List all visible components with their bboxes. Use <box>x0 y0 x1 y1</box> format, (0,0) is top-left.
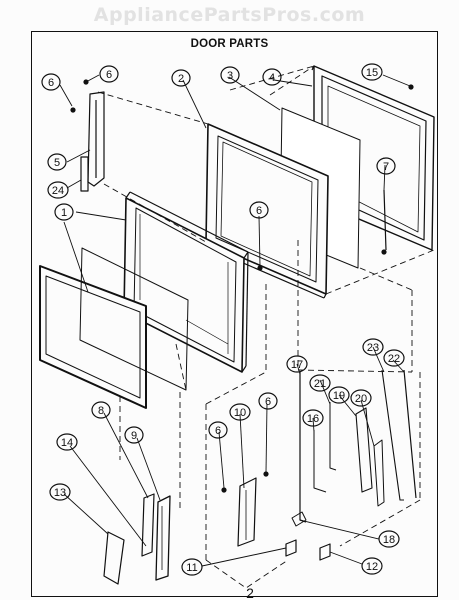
callout-6d: 6 <box>208 421 228 439</box>
callout-label-6b: 6 <box>106 69 112 81</box>
callout-6c: 6 <box>249 201 269 219</box>
callout-2: 2 <box>171 69 191 87</box>
callout-12: 12 <box>361 557 383 575</box>
callout-6a: 6 <box>41 73 61 91</box>
callout-label-17: 17 <box>291 359 303 371</box>
part-door-glass-panel <box>39 265 147 409</box>
callout-15: 15 <box>361 63 383 81</box>
callout-label-8: 8 <box>98 405 104 417</box>
callout-label-6c: 6 <box>256 205 262 217</box>
callout-5: 5 <box>47 153 67 171</box>
callout-8: 8 <box>91 401 111 419</box>
callout-label-23: 23 <box>367 342 379 354</box>
callout-13: 13 <box>49 483 71 501</box>
callout-label-12: 12 <box>366 561 378 573</box>
callout-1: 1 <box>54 203 74 221</box>
callout-label-24: 24 <box>52 185 64 197</box>
callout-19: 19 <box>328 386 350 404</box>
page-mark: 2 <box>246 585 254 600</box>
callout-4: 4 <box>262 68 282 86</box>
callout-label-14: 14 <box>61 437 73 449</box>
callouts: 1 2 3 4 5 6 6 6 6 6 7 8 9 10 11 12 13 14… <box>41 63 405 576</box>
part-small-blocks <box>285 539 331 561</box>
callout-label-21: 21 <box>314 378 326 390</box>
callout-label-7: 7 <box>383 161 389 173</box>
callout-3: 3 <box>220 66 240 84</box>
callout-9: 9 <box>124 426 144 444</box>
callout-label-2: 2 <box>178 73 184 85</box>
callout-label-15: 15 <box>366 67 378 79</box>
callout-10: 10 <box>229 403 251 421</box>
callout-16: 16 <box>302 409 324 427</box>
callout-23: 23 <box>362 338 384 356</box>
callout-7: 7 <box>376 157 396 175</box>
callout-6e: 6 <box>258 392 278 410</box>
callout-18: 18 <box>378 530 400 548</box>
callout-label-13: 13 <box>54 487 66 499</box>
part-door-box <box>123 191 249 373</box>
callout-label-18: 18 <box>383 534 395 546</box>
callout-21: 21 <box>309 374 331 392</box>
callout-label-4: 4 <box>269 72 275 84</box>
callout-20: 20 <box>350 389 372 407</box>
diagram-title: DOOR PARTS <box>190 38 269 50</box>
callout-label-6e: 6 <box>265 396 271 408</box>
callout-label-6a: 6 <box>48 77 54 89</box>
callout-11: 11 <box>181 558 203 576</box>
part-side-bracket <box>80 91 105 192</box>
callout-label-1: 1 <box>61 207 67 219</box>
callout-6b: 6 <box>99 65 119 83</box>
leader-lines <box>59 74 411 567</box>
callout-label-3: 3 <box>227 70 233 82</box>
callout-label-11: 11 <box>186 562 197 574</box>
watermark: AppliancePartsPros.com <box>93 4 366 26</box>
callout-label-19: 19 <box>333 390 345 402</box>
callout-label-9: 9 <box>131 430 137 442</box>
callout-14: 14 <box>56 433 78 451</box>
callout-label-5: 5 <box>54 157 60 169</box>
callout-label-16: 16 <box>307 413 319 425</box>
callout-label-20: 20 <box>355 393 367 405</box>
callout-label-10: 10 <box>234 407 246 419</box>
part-door-overlay-sheet <box>79 247 189 391</box>
callout-22: 22 <box>383 349 405 367</box>
callout-17: 17 <box>286 355 308 373</box>
assembly-dashed-lines <box>97 65 435 589</box>
callout-label-22: 22 <box>388 353 400 365</box>
callout-24: 24 <box>47 181 69 199</box>
callout-label-6d: 6 <box>215 425 221 437</box>
part-lower-hinges <box>103 493 171 585</box>
